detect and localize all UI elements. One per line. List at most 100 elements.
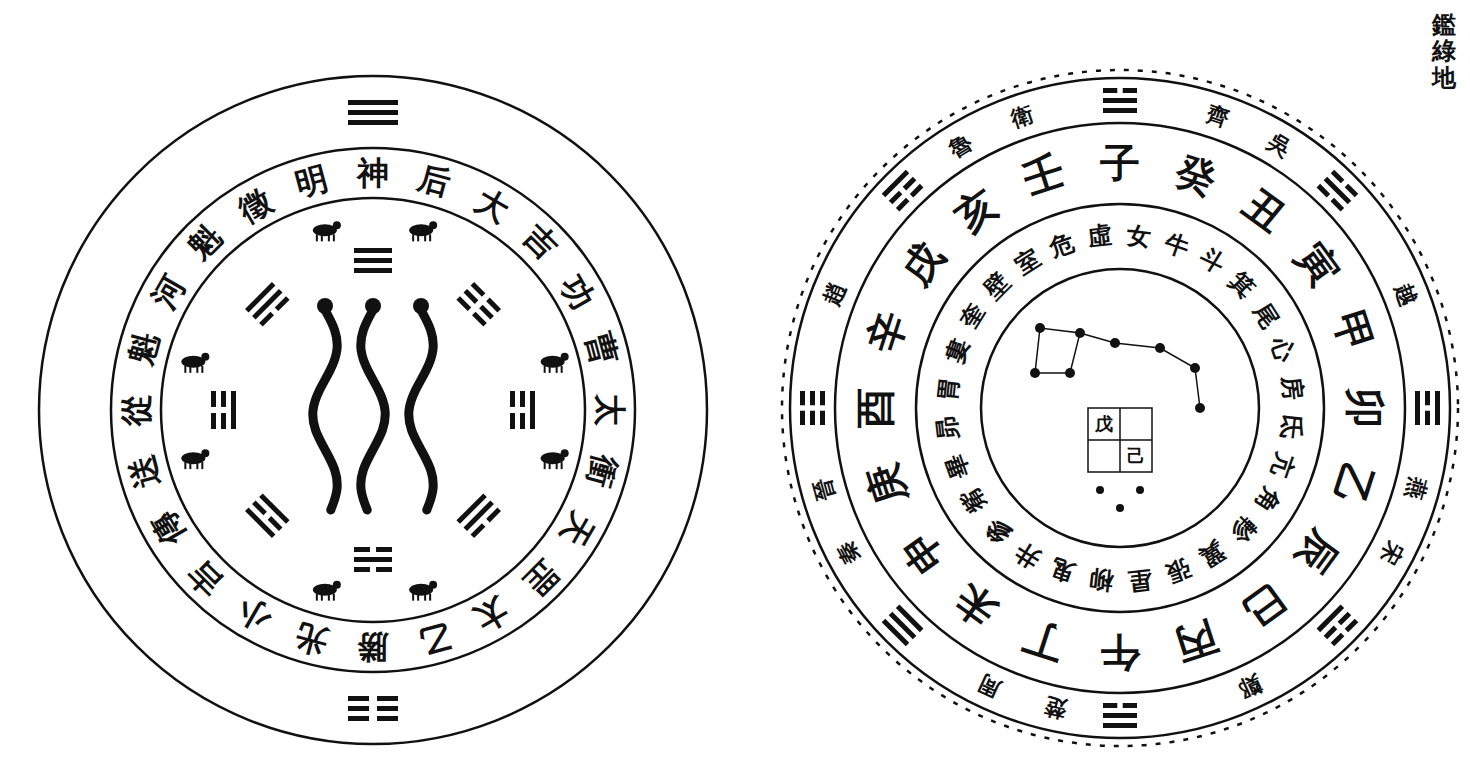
inscription-character: 房 <box>1279 375 1306 402</box>
inscription-character: 婁 <box>941 336 972 367</box>
inscription-character: 己 <box>1127 447 1145 465</box>
inscription-character: 神 <box>357 157 389 189</box>
inscription-character: 心 <box>1268 335 1299 366</box>
animal-figure <box>409 221 437 241</box>
inscription-character: 罡 <box>518 555 563 600</box>
inscription-character: 河 <box>146 270 190 314</box>
inscription-character: 參 <box>981 514 1015 548</box>
earth-plate: 齊吳越燕宋鄭楚周秦晉趙魯衛子癸丑寅甲卯乙辰巳丙午丁未申庚酉辛戌亥壬角亢氐房心尾箕… <box>780 68 1460 748</box>
inscription-character: 衛 <box>1009 102 1037 130</box>
inscription-character: 齊 <box>1204 102 1232 130</box>
inscription-character: 勝 <box>357 631 389 663</box>
inscription-character: 寅 <box>1290 236 1346 292</box>
dipper-figure <box>1030 323 1205 413</box>
animal-figure <box>313 581 341 601</box>
dragon-figure <box>409 310 433 510</box>
trigram <box>348 696 398 721</box>
inscription-character: 魁 <box>183 220 228 265</box>
inscription-character: 丑 <box>1236 182 1292 238</box>
inscription-character: 鬼 <box>1048 556 1079 587</box>
animal-figure <box>181 353 209 373</box>
trigram <box>245 493 290 538</box>
animal-figure <box>181 449 209 469</box>
inscription-character: 亢 <box>1268 449 1299 480</box>
inscription-character: 吳 <box>1265 130 1295 160</box>
inscription-character: 角 <box>1250 483 1283 516</box>
animal-figure <box>409 581 437 601</box>
inscription-character: 昴 <box>935 415 962 442</box>
inscription-character: 吉 <box>518 220 563 265</box>
inscription-character: 張 <box>1162 556 1193 587</box>
inscription-character: 亥 <box>948 182 1004 238</box>
trigram <box>354 547 392 572</box>
inscription-character: 丙 <box>1171 616 1221 666</box>
inscription-character: 光 <box>292 619 331 658</box>
inscription-character: 井 <box>1012 538 1045 571</box>
inscription-character: 從 <box>120 394 152 426</box>
trigram <box>510 391 535 429</box>
inscription-character: 大 <box>470 183 514 227</box>
animal-figure <box>541 353 569 373</box>
inscription-character: 宋 <box>1377 538 1407 568</box>
inscription-character: 楚 <box>1043 696 1069 722</box>
trigram <box>354 248 392 273</box>
inscription-character: 畢 <box>942 450 973 481</box>
inscription-character: 辰 <box>1290 524 1346 580</box>
inscription-character: 尾 <box>1250 299 1283 332</box>
plate-inscription: 子癸丑寅甲卯乙辰巳丙午丁未申庚酉辛戌亥壬 <box>780 68 1460 748</box>
inscription-character: 斗 <box>1195 245 1228 278</box>
inscription-character: 丁 <box>1019 616 1069 666</box>
inscription-character: 翼 <box>1196 538 1229 571</box>
trigram <box>1317 605 1359 647</box>
plate-figures <box>181 100 568 721</box>
inscription-character: 箕 <box>1225 268 1259 302</box>
trigram <box>211 391 236 429</box>
trigram <box>1103 703 1137 728</box>
trigram <box>882 605 924 647</box>
inscription-character: 徵 <box>233 183 277 227</box>
center-square <box>1088 408 1152 512</box>
trigram <box>245 282 290 327</box>
inscription-character: 壁 <box>980 269 1014 303</box>
inscription-character: 虛 <box>1087 223 1114 250</box>
inscription-character: 卯 <box>1345 388 1385 428</box>
heaven-plate: 神后大吉功曹太衝天罡太乙勝光小吉傳送從魁河魁徵明 <box>37 74 709 746</box>
inscription-character: 軫 <box>1226 513 1260 547</box>
dragon-head <box>317 298 333 314</box>
inscription-character: 氐 <box>1279 414 1305 440</box>
inscription-character: 衝 <box>582 452 621 491</box>
inscription-character: 周 <box>976 673 1005 702</box>
inscription-character: 功 <box>556 270 600 314</box>
inscription-character: 牛 <box>1161 229 1192 260</box>
trigram <box>1103 88 1137 113</box>
inscription-character: 魯 <box>944 130 974 160</box>
inscription-character: 危 <box>1047 230 1078 261</box>
plate-inscription: 神后大吉功曹太衝天罡太乙勝光小吉傳送從魁河魁徵明 <box>37 74 709 746</box>
inscription-character: 室 <box>1011 245 1044 278</box>
inscription-character: 秦 <box>834 538 864 568</box>
inscription-character: 戌 <box>894 236 950 292</box>
inscription-character: 星 <box>1127 567 1154 594</box>
inscription-character: 胃 <box>935 376 961 402</box>
dragon-figure <box>361 310 385 510</box>
trigram <box>1317 170 1359 212</box>
trigram <box>800 391 825 425</box>
inscription-character: 柳 <box>1088 567 1114 593</box>
inscription-character: 送 <box>124 452 163 491</box>
inscription-character: 申 <box>894 524 950 580</box>
inscription-character: 奎 <box>957 300 990 333</box>
inscription-character: 小 <box>233 593 277 637</box>
center-disk: 戊己 <box>980 268 1260 548</box>
inscription-character: 太 <box>594 394 626 426</box>
inscription-character: 女 <box>1126 223 1152 249</box>
trigram <box>1415 391 1440 425</box>
inscription-character: 明 <box>292 161 331 200</box>
inscription-character: 甲 <box>1328 307 1378 357</box>
inscription-character: 鄭 <box>1235 673 1264 702</box>
plate-outline <box>980 268 1260 548</box>
inscription-character: 后 <box>415 161 454 200</box>
inscription-character: 傳 <box>146 507 190 551</box>
plate-inscription: 戊 <box>980 268 1260 548</box>
inscription-character: 戊 <box>1095 415 1113 433</box>
